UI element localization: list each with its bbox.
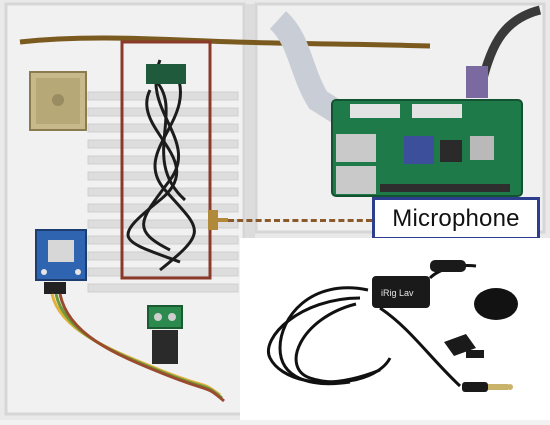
mic-cable-coil <box>126 59 196 272</box>
gps-board <box>35 229 87 294</box>
microphone-label: Microphone <box>392 204 520 232</box>
top-cable <box>19 35 431 49</box>
lavalier-mic-photo: iRig Lav <box>267 260 518 392</box>
irig-interface <box>372 276 430 308</box>
audio-jack <box>462 382 513 392</box>
microphone-inset: iRig Lav <box>240 238 550 420</box>
callout-leader-line <box>228 219 372 222</box>
tie-clip <box>444 334 484 358</box>
mic-plug <box>208 210 218 230</box>
raspberry-pi-board <box>331 99 523 197</box>
microphone-label-box: Microphone <box>372 197 540 240</box>
terminal-block <box>147 305 183 364</box>
brand-text: iRig Lav <box>381 288 414 298</box>
foam-windscreen <box>474 288 518 320</box>
ribbon-cable <box>269 11 357 131</box>
highlight-box <box>120 40 212 280</box>
gps-antenna <box>29 71 87 131</box>
